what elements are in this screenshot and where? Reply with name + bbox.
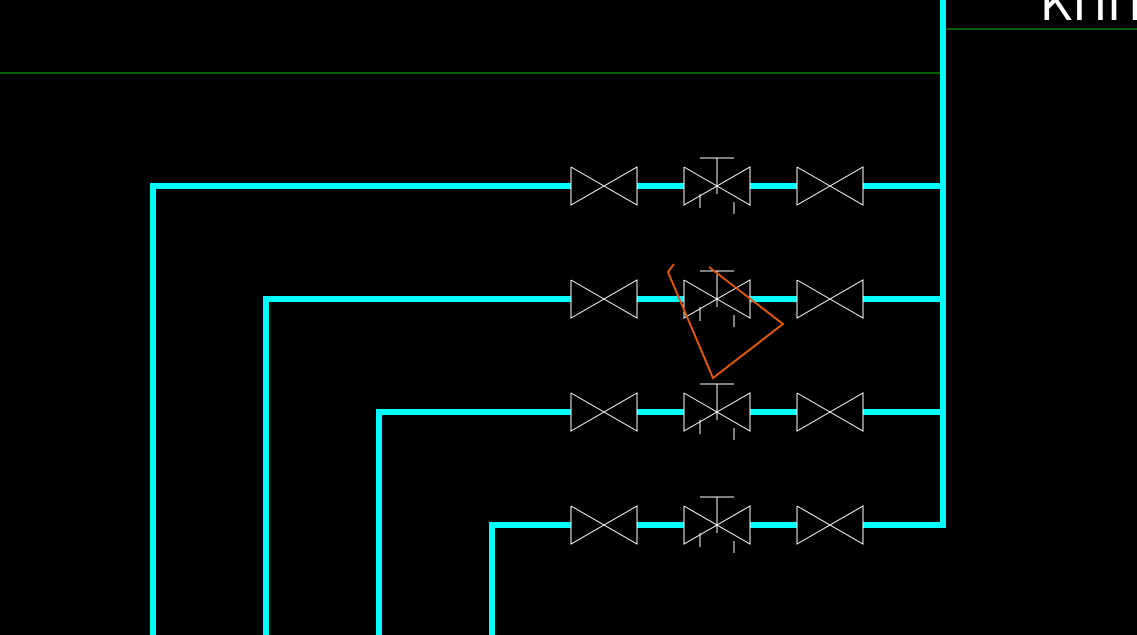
branch-4-gate-valve-3[interactable] bbox=[796, 505, 864, 545]
title-block-text: КПП bbox=[1040, 0, 1137, 31]
branch-3-pipe[interactable] bbox=[376, 409, 943, 635]
branch-3-gate-valve-1[interactable] bbox=[570, 392, 638, 432]
branch-1-pipe[interactable] bbox=[150, 183, 943, 635]
branch-4-control-valve-2[interactable] bbox=[683, 496, 751, 553]
revision-markup-triangle[interactable] bbox=[666, 263, 785, 380]
valve-set bbox=[570, 157, 864, 553]
branch-1-gate-valve-1[interactable] bbox=[570, 166, 638, 206]
branch-1-control-valve-2[interactable] bbox=[683, 157, 751, 214]
branch-3-control-valve-2[interactable] bbox=[683, 383, 751, 440]
branch-3-gate-valve-3[interactable] bbox=[796, 392, 864, 432]
branch-1-gate-valve-3[interactable] bbox=[796, 166, 864, 206]
branch-2-gate-valve-3[interactable] bbox=[796, 279, 864, 319]
branch-2-control-valve-2[interactable] bbox=[683, 270, 751, 327]
branch-2-gate-valve-1[interactable] bbox=[570, 279, 638, 319]
branch-4-gate-valve-1[interactable] bbox=[570, 505, 638, 545]
branch-4-pipe[interactable] bbox=[489, 522, 943, 635]
